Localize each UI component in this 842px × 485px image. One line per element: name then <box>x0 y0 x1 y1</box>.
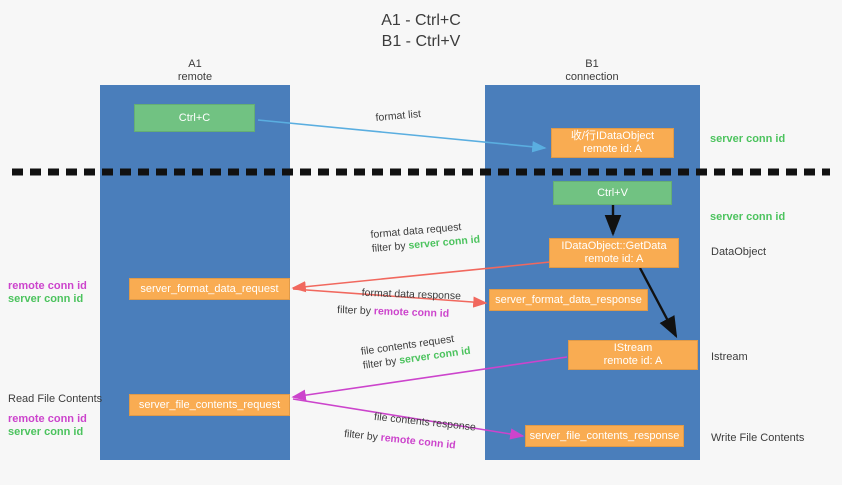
annotation-file-contents-response-key: remote conn id <box>380 431 457 452</box>
annotation-format-data-request: format data request filter by server con… <box>370 219 481 256</box>
side-label-read-file-contents: Read File Contents <box>8 393 103 405</box>
side-label-server-conn-id-mid: server conn id <box>710 211 786 223</box>
box-idataobject-top-remote-id: remote id: A <box>583 143 642 155</box>
annotation-file-contents-response-prefix: filter by <box>343 427 382 444</box>
box-server-format-data-response-label: server_format_data_response <box>495 293 642 306</box>
box-server-file-contents-request-label: server_file_contents_request <box>138 398 281 411</box>
lane-header-b1: B1 connection <box>522 58 662 84</box>
lane-b1-sub: connection <box>565 71 619 83</box>
box-getdata-remote-id: remote id: A <box>584 253 644 265</box>
box-server-format-data-request-label: server_format_data_request <box>140 282 279 295</box>
annotation-file-contents-request-prefix: filter by <box>362 354 401 372</box>
annotation-format-data-request-prefix: filter by <box>371 239 409 255</box>
side-label-server-conn-id-top: server conn id <box>710 133 786 145</box>
lane-b1-name: B1 <box>585 58 599 70</box>
box-server-file-contents-response-label: server_file_contents_response <box>529 429 680 442</box>
diagram-title: A1 - Ctrl+C B1 - Ctrl+V <box>271 10 571 52</box>
box-server-file-contents-response[interactable]: server_file_contents_response <box>525 425 684 447</box>
box-istream-remote-id: remote id: A <box>603 355 663 367</box>
box-ctrl-v-label: Ctrl+V <box>597 186 628 199</box>
box-ctrl-c-label: Ctrl+C <box>178 111 211 124</box>
annotation-file-contents-response: file contents response filter by remote … <box>343 407 477 454</box>
annotation-format-list: format list <box>375 107 422 125</box>
box-server-file-contents-request[interactable]: server_file_contents_request <box>129 394 290 416</box>
annotation-format-data-response-prefix: filter by <box>336 303 375 318</box>
box-ctrl-c[interactable]: Ctrl+C <box>134 104 255 132</box>
annotation-format-list-text: format list <box>375 108 422 124</box>
side-label-remote-conn-id-1: remote conn id <box>8 280 87 292</box>
box-ctrl-v[interactable]: Ctrl+V <box>553 181 672 205</box>
side-label-server-conn-id-2: server conn id <box>8 426 84 438</box>
box-getdata-label: IDataObject::GetData <box>561 240 667 252</box>
box-idataobject-top-label: 收/行IDataObject <box>570 130 655 142</box>
side-label-dataobject: DataObject <box>711 246 767 258</box>
lane-a1-sub: remote <box>177 71 213 83</box>
annotation-file-contents-request: file contents request filter by server c… <box>360 330 471 373</box>
title-line-2: B1 - Ctrl+V <box>381 33 461 50</box>
lane-a1-name: A1 <box>188 58 202 70</box>
box-istream-label: IStream <box>613 342 653 354</box>
title-line-1: A1 - Ctrl+C <box>381 12 461 29</box>
lane-header-a1: A1 remote <box>125 58 265 84</box>
annotation-format-data-response: format data response filter by remote co… <box>337 285 461 321</box>
box-idataobject-top[interactable]: 收/行IDataObject remote id: A <box>551 128 674 158</box>
side-label-write-file-contents: Write File Contents <box>711 432 805 444</box>
side-label-remote-conn-id-2: remote conn id <box>8 413 87 425</box>
box-server-format-data-request[interactable]: server_format_data_request <box>129 278 290 300</box>
box-getdata[interactable]: IDataObject::GetData remote id: A <box>549 238 679 268</box>
annotation-format-data-response-key: remote conn id <box>373 305 450 320</box>
box-istream[interactable]: IStream remote id: A <box>568 340 698 370</box>
box-server-format-data-response[interactable]: server_format_data_response <box>489 289 648 311</box>
side-label-istream: Istream <box>711 351 748 363</box>
side-label-server-conn-id-1: server conn id <box>8 293 84 305</box>
